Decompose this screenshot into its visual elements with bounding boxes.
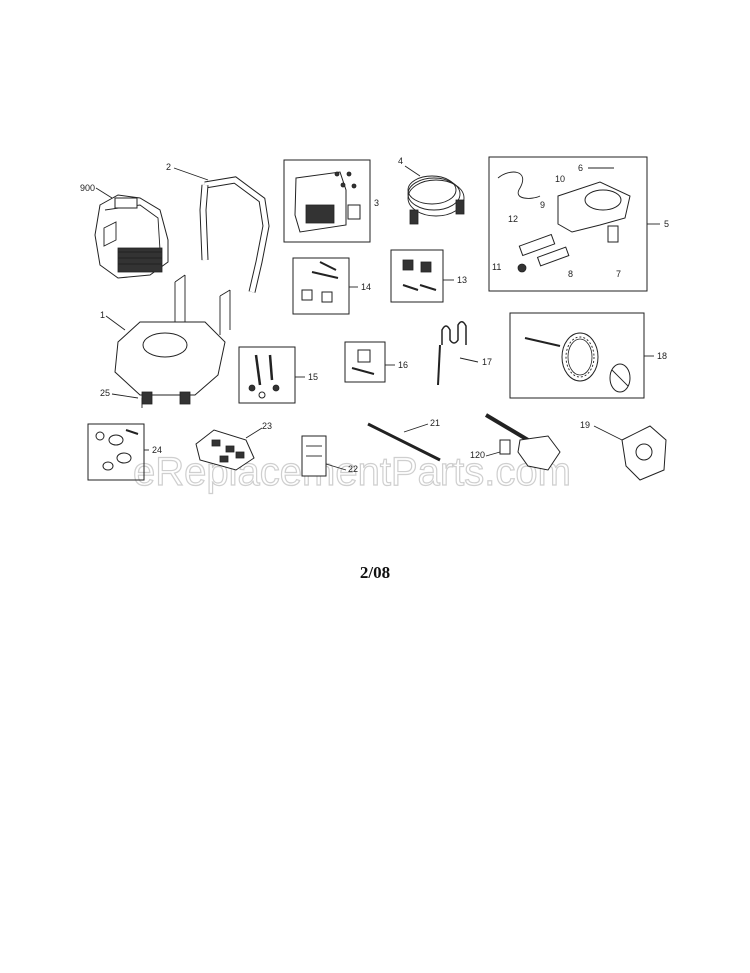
clamp-16-box bbox=[344, 341, 386, 383]
label-22: 22 bbox=[348, 464, 358, 474]
label-5: 5 bbox=[664, 219, 669, 229]
caps-24-part bbox=[95, 429, 139, 471]
bolts-15-part bbox=[248, 354, 280, 399]
wand-21-part bbox=[367, 422, 441, 462]
bracket-19-part bbox=[621, 425, 667, 481]
label-120: 120 bbox=[470, 450, 485, 460]
label-13: 13 bbox=[457, 275, 467, 285]
bolts-14-part bbox=[301, 261, 339, 303]
nozzles-23-part bbox=[195, 429, 255, 471]
label-11: 11 bbox=[492, 262, 501, 272]
tube-17-part bbox=[437, 321, 467, 386]
label-900: 900 bbox=[80, 183, 95, 193]
handle-part bbox=[199, 176, 270, 293]
bolts-15-box bbox=[238, 346, 296, 404]
label-7: 7 bbox=[616, 269, 621, 279]
label-3: 3 bbox=[374, 198, 379, 208]
wheel-part bbox=[524, 332, 631, 393]
caps-24-box bbox=[87, 423, 145, 481]
bolts-14-box bbox=[292, 257, 350, 315]
label-23: 23 bbox=[262, 421, 272, 431]
label-24: 24 bbox=[152, 445, 162, 455]
label-25: 25 bbox=[100, 388, 110, 398]
panel-part bbox=[294, 171, 361, 233]
label-21: 21 bbox=[430, 418, 440, 428]
pump-part bbox=[497, 171, 631, 273]
label-16: 16 bbox=[398, 360, 408, 370]
clips-13-part bbox=[402, 259, 437, 291]
label-17: 17 bbox=[482, 357, 492, 367]
label-19: 19 bbox=[580, 420, 590, 430]
label-4: 4 bbox=[398, 156, 403, 166]
label-18: 18 bbox=[657, 351, 667, 361]
frame-part bbox=[114, 274, 231, 405]
panel-box bbox=[283, 159, 371, 243]
label-14: 14 bbox=[361, 282, 371, 292]
label-6: 6 bbox=[578, 163, 583, 173]
label-8: 8 bbox=[568, 269, 573, 279]
holder-22-part bbox=[301, 435, 327, 477]
label-12: 12 bbox=[508, 214, 518, 224]
clips-13-box bbox=[390, 249, 444, 303]
hose-part bbox=[407, 175, 465, 225]
label-10: 10 bbox=[555, 174, 565, 184]
revision-date: 2/08 bbox=[359, 563, 391, 582]
label-1: 1 bbox=[100, 310, 105, 320]
engine-part bbox=[94, 194, 169, 279]
gun-part bbox=[484, 413, 561, 471]
label-15: 15 bbox=[308, 372, 318, 382]
clamp-16-part bbox=[351, 349, 375, 375]
wheel-box bbox=[509, 312, 645, 399]
label-9: 9 bbox=[540, 200, 545, 210]
label-2: 2 bbox=[166, 162, 171, 172]
